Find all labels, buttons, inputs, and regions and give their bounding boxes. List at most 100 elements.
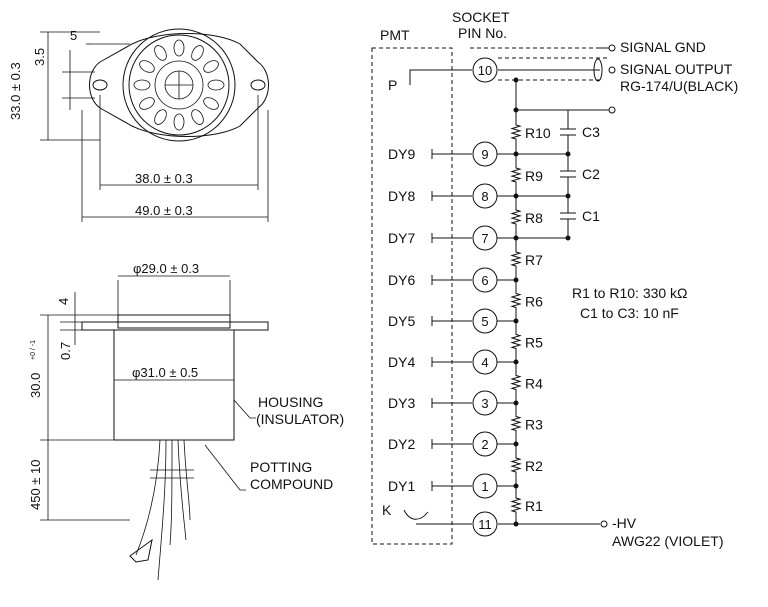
dynode-lead — [431, 357, 472, 367]
dynode-label: DY9 — [388, 146, 415, 162]
signal-output-label: SIGNAL OUTPUT — [620, 61, 733, 77]
resistor-r7 — [510, 238, 522, 280]
pin-hole — [207, 79, 225, 91]
pin-hole — [133, 79, 151, 91]
dim-49-label: 49.0 ± 0.3 — [135, 203, 193, 218]
pin-hole — [173, 113, 185, 131]
pmt-label: PMT — [380, 27, 410, 43]
resistor-spec: R1 to R10: 330 kΩ — [572, 285, 688, 301]
potting-label-2: COMPOUND — [250, 476, 333, 492]
resistor-label: R1 — [525, 498, 543, 514]
socket-pin-10 — [472, 57, 498, 83]
housing-label-1: HOUSING — [258, 394, 323, 410]
circuit-static — [371, 44, 616, 545]
socket-pin-3-label: 3 — [481, 396, 488, 411]
dim-5-label: 5 — [70, 28, 77, 43]
dynode-lead — [431, 316, 472, 326]
pin-hole — [154, 45, 167, 61]
dynode-label: DY8 — [388, 188, 415, 204]
socket-pin-10-label: 10 — [478, 63, 492, 78]
dynode-lead — [431, 439, 472, 449]
socket-pin-11-label: 11 — [478, 517, 492, 532]
capacitor-spec: C1 to C3: 10 nF — [580, 305, 679, 321]
socket-pin-7-label: 7 — [481, 231, 488, 246]
side-dimension-lines — [40, 275, 256, 521]
signal-gnd-label: SIGNAL GND — [620, 39, 706, 55]
pin-hole — [203, 97, 219, 110]
resistor-r4 — [510, 362, 522, 403]
resistor-r8 — [510, 196, 522, 238]
resistor-r6 — [510, 280, 522, 321]
dynode-lead — [431, 149, 472, 159]
capacitor-label: C1 — [582, 208, 600, 224]
socket-pin-8-label: 8 — [481, 189, 488, 204]
top-dimension-lines — [40, 31, 269, 222]
pin-hole — [139, 97, 155, 110]
awg22-label: AWG22 (VIOLET) — [612, 533, 724, 549]
socket-label-1: SOCKET — [452, 9, 510, 25]
dynode-label: DY5 — [388, 313, 415, 329]
socket-pin-1-label: 1 — [481, 479, 488, 494]
resistor-label: R6 — [525, 294, 543, 310]
dynode-label: DY2 — [388, 436, 415, 452]
pin-hole — [139, 60, 155, 73]
dynode-label: DY1 — [388, 478, 415, 494]
resistor-label: R3 — [525, 417, 543, 433]
resistor-label: R2 — [525, 458, 543, 474]
pin-hole — [191, 45, 204, 61]
dim-450-label: 450 ± 10 — [28, 459, 43, 510]
dynode-lead — [431, 191, 472, 201]
dynode-lead — [431, 481, 472, 491]
dynode-lead — [431, 275, 472, 285]
dim-4-label: 4 — [56, 298, 71, 305]
resistor-label: R4 — [525, 376, 543, 392]
pin-hole — [203, 60, 219, 73]
p-label: P — [388, 77, 397, 93]
resistor-label: R10 — [525, 125, 551, 141]
dynode-label: DY7 — [388, 230, 415, 246]
socket-pin-2-label: 2 — [481, 437, 488, 452]
dim-30-label: 30.0 — [28, 373, 43, 398]
socket-pin-9-label: 9 — [481, 147, 488, 162]
socket-pin-11 — [472, 511, 498, 537]
rg174-label: RG-174/U(BLACK) — [620, 78, 738, 94]
pin-hole — [191, 109, 204, 125]
resistor-r5 — [510, 321, 522, 362]
socket-side-view — [81, 314, 269, 581]
pin-hole — [173, 39, 185, 57]
dynode-label: DY4 — [388, 354, 415, 370]
resistor-r2 — [510, 444, 522, 486]
dim-30-tolerance: +0 / -1 — [30, 340, 37, 360]
divider-chain: 1098765432111DY9DY8DY7DY6DY5DY4DY3DY2DY1… — [388, 57, 600, 537]
junction-dot — [565, 235, 571, 241]
socket-top-view — [89, 28, 269, 142]
k-label: K — [382, 502, 392, 518]
dynode-lead — [431, 233, 472, 243]
resistor-label: R5 — [525, 335, 543, 351]
resistor-r1 — [510, 486, 522, 524]
dim-3-5-label: 3.5 — [32, 48, 47, 66]
resistor-label: R9 — [525, 168, 543, 184]
dynode-label: DY6 — [388, 272, 415, 288]
dynode-lead — [431, 398, 472, 408]
housing-label-2: (INSULATOR) — [256, 411, 344, 427]
pin-hole — [154, 109, 167, 125]
dim-33-label: 33.0 ± 0.3 — [8, 62, 23, 120]
dim-0-7-label: 0.7 — [58, 342, 73, 360]
minus-hv-label: -HV — [612, 515, 637, 531]
dynode-label: DY3 — [388, 395, 415, 411]
resistor-label: R8 — [525, 210, 543, 226]
resistor-label: R7 — [525, 252, 543, 268]
resistor-r10 — [510, 110, 522, 154]
resistor-r3 — [510, 403, 522, 444]
dim-38-label: 38.0 ± 0.3 — [135, 171, 193, 186]
potting-label-1: POTTING — [250, 459, 312, 475]
resistor-r9 — [510, 154, 522, 196]
socket-pin-4-label: 4 — [481, 355, 488, 370]
socket-pin-6-label: 6 — [481, 273, 488, 288]
socket-label-2: PIN No. — [458, 25, 507, 41]
dim-phi31-label: φ31.0 ± 0.5 — [132, 365, 198, 380]
capacitor-label: C2 — [582, 166, 600, 182]
dim-phi29-label: φ29.0 ± 0.3 — [133, 261, 199, 276]
socket-pin-5-label: 5 — [481, 314, 488, 329]
